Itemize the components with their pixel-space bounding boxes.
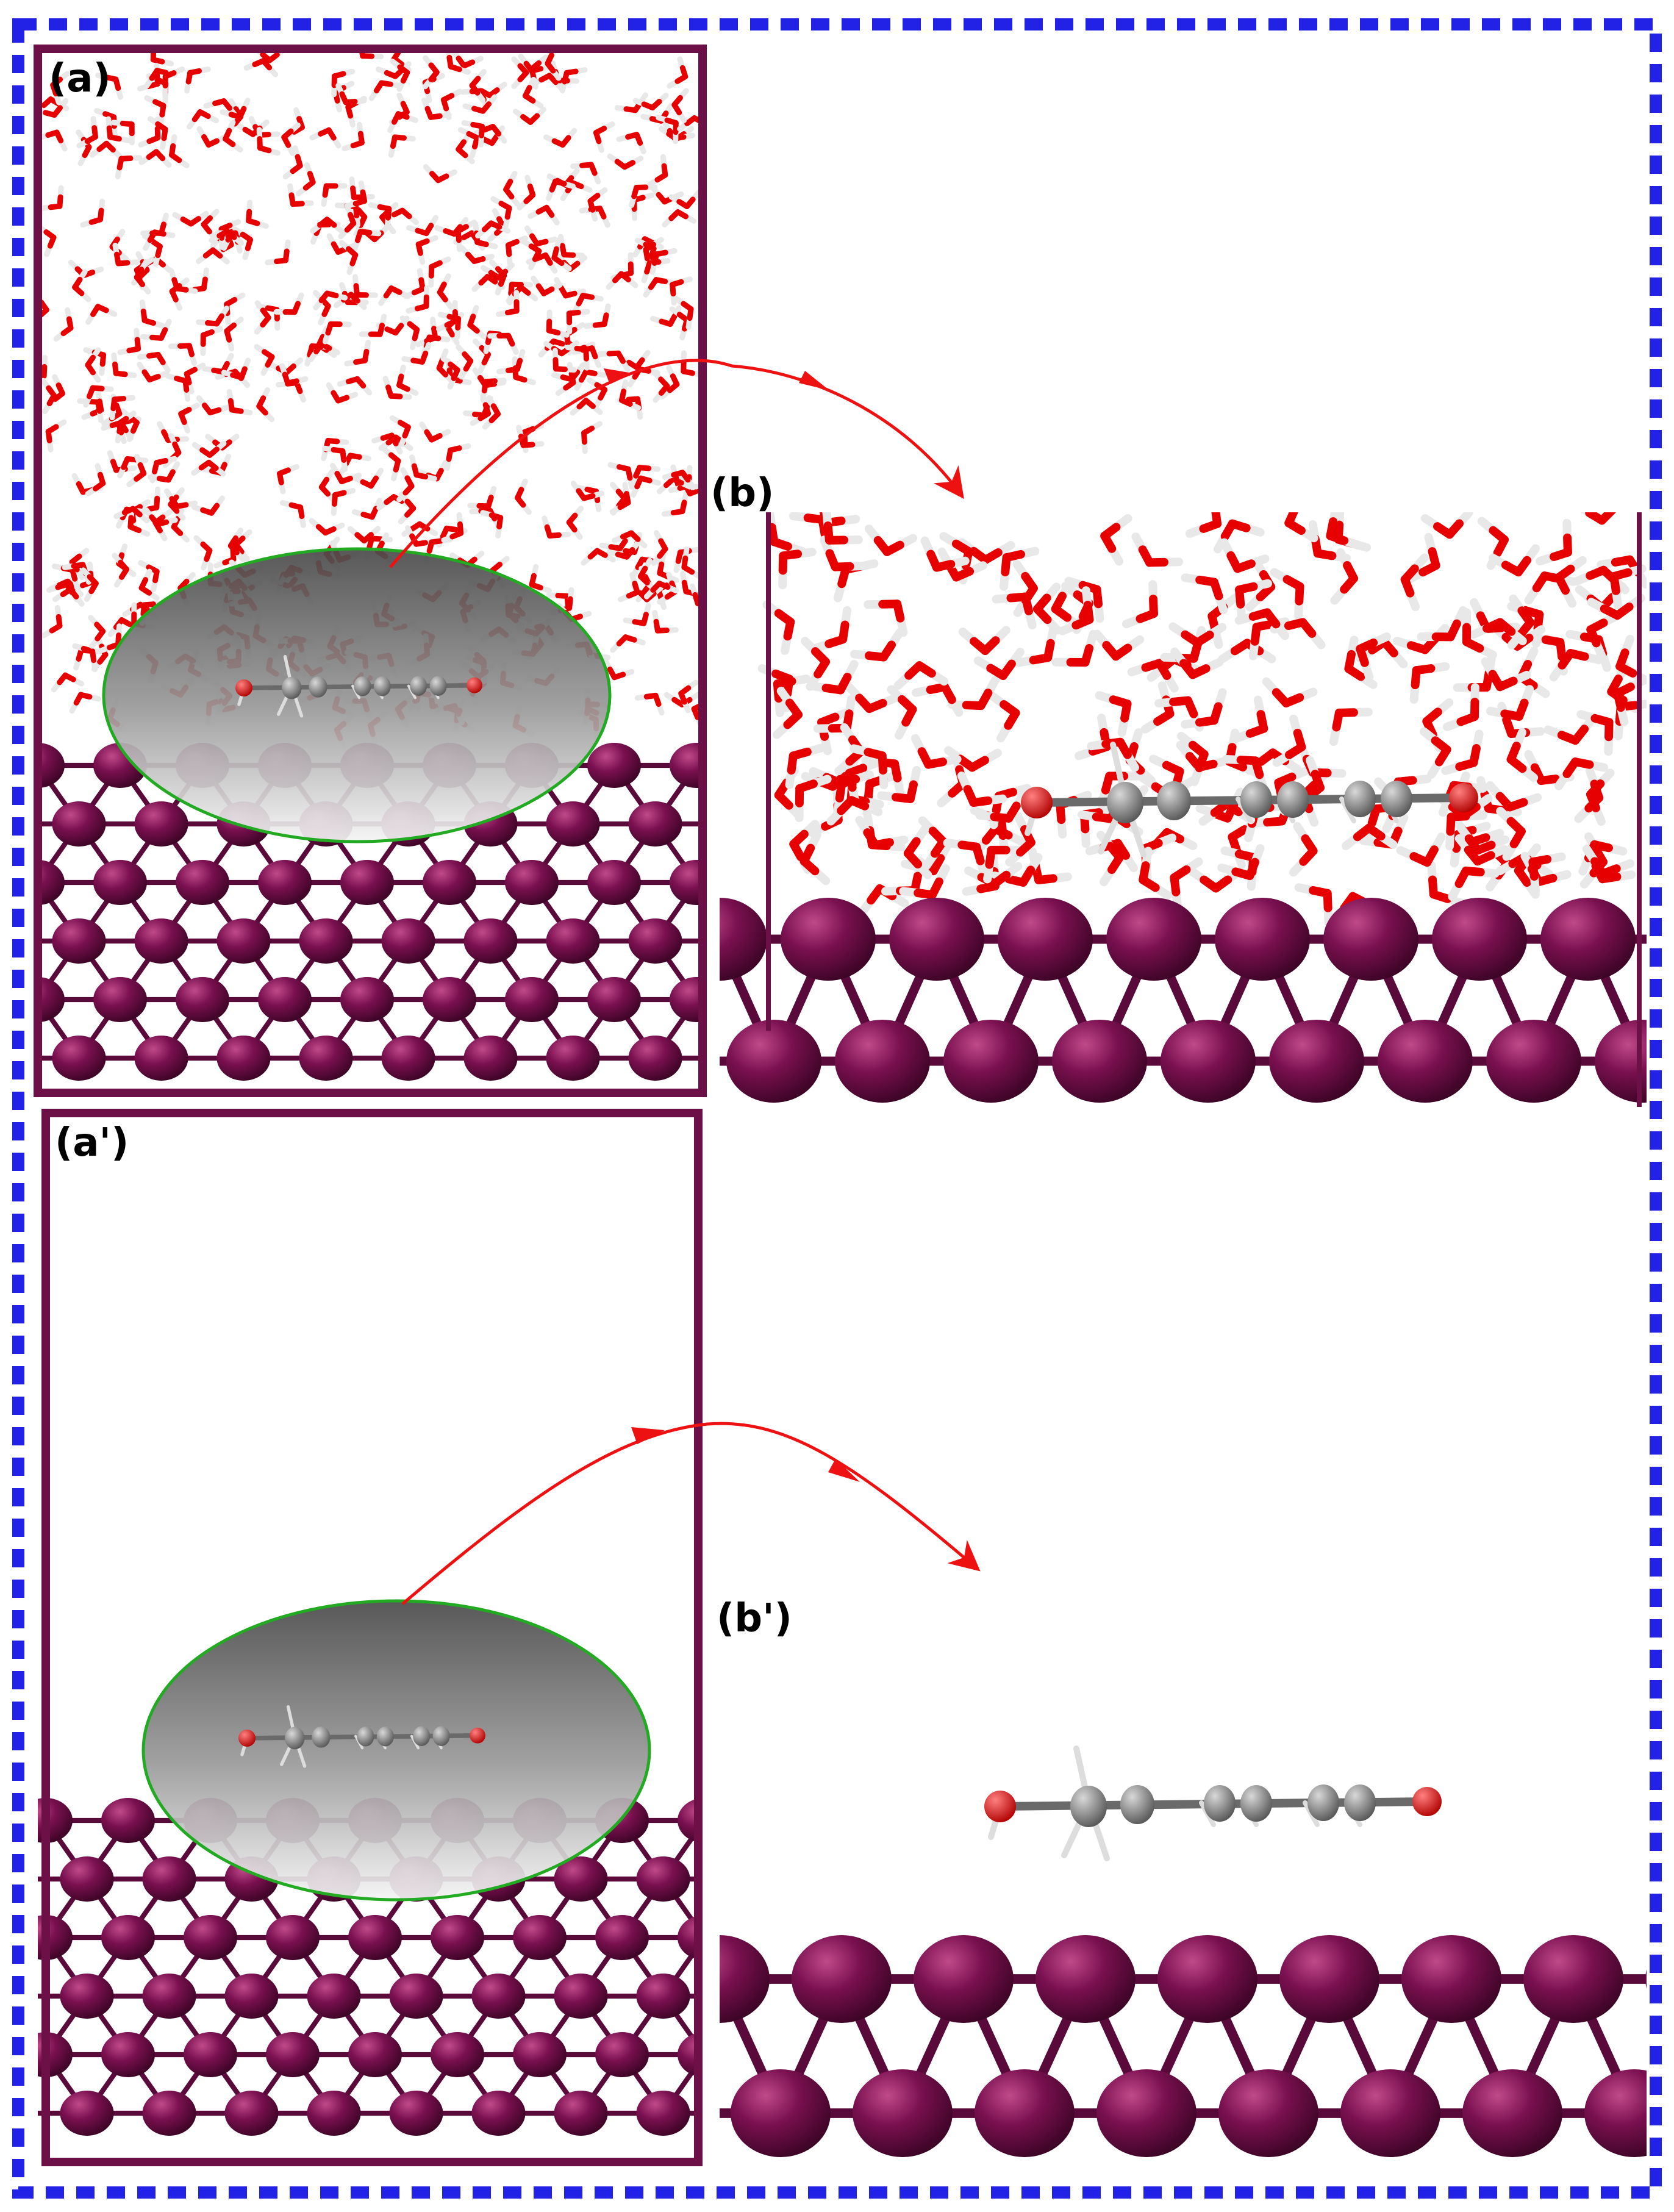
zoom-arrow-top-mid-head [604,368,633,384]
adsorbed-molecule-b-prime [984,1745,1442,1861]
zoom-arrow-top [389,359,964,568]
adsorbed-molecule-a-prime [238,1705,485,1768]
outer-dashed-border [12,18,1662,2199]
panel-label-b-prime: (b') [717,1596,792,1641]
water-layer-a [38,49,703,750]
panel-label-a: (a) [49,56,111,101]
panel-a: (a) [34,45,707,1097]
zoom-arrow-bottom-mid-head-2 [828,1459,860,1482]
panel-a-prime: (a') [38,1109,703,2166]
highlight-ellipse-a-prime [141,1599,651,1902]
zoom-arrow-bottom-mid-head [631,1427,665,1444]
frame-a [34,45,707,1097]
panel-b-prime: (b') [717,1596,1647,2157]
adsorbed-molecule-a [235,654,482,718]
metal-slab-a [38,743,703,1081]
zoom-arrow-top-mid-head-2 [799,371,829,390]
panel-label-b: (b) [710,471,774,516]
zoom-arrow-bottom [401,1422,981,1605]
metal-slab-b [720,898,1647,1103]
panel-b: (b) [710,471,1647,1107]
frame-a-prime [41,1109,703,2166]
panel-label-a-prime: (a') [55,1120,129,1165]
water-layer-b [757,512,1647,927]
adsorbed-molecule-b [1021,742,1478,857]
metal-slab-b-prime [720,1935,1647,2157]
